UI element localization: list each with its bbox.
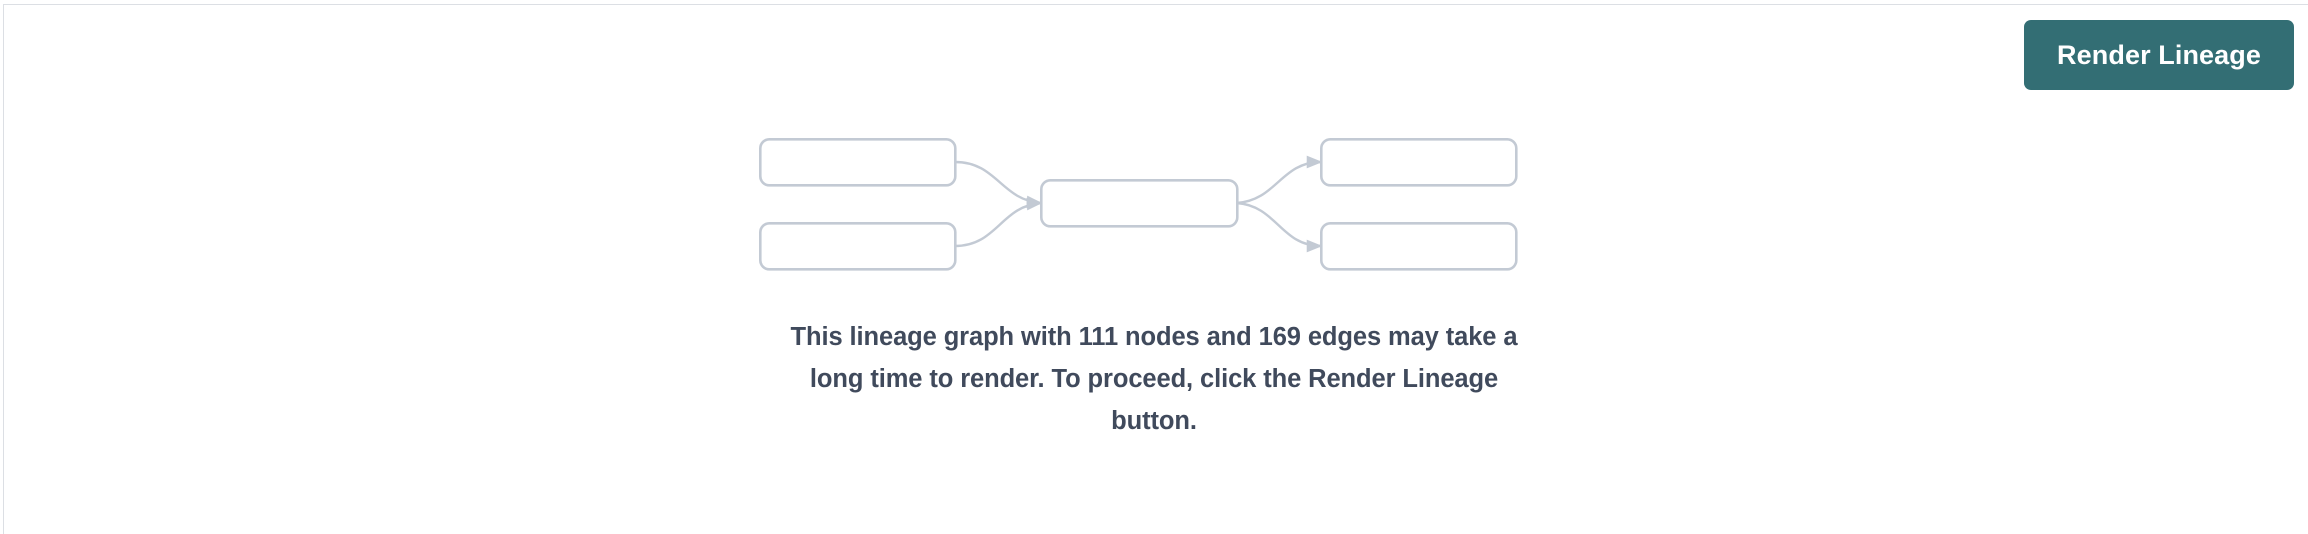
render-lineage-button[interactable]: Render Lineage <box>2024 20 2294 90</box>
panel-left-divider <box>3 4 4 534</box>
lineage-graph-placeholder-icon <box>759 138 1518 271</box>
lineage-empty-state-message: This lineage graph with 111 nodes and 16… <box>790 323 1518 435</box>
lineage-empty-state-inner: This lineage graph with 111 nodes and 16… <box>759 128 1549 442</box>
panel-top-divider <box>3 4 2308 5</box>
lineage-toolbar: Render Lineage <box>2024 20 2294 90</box>
